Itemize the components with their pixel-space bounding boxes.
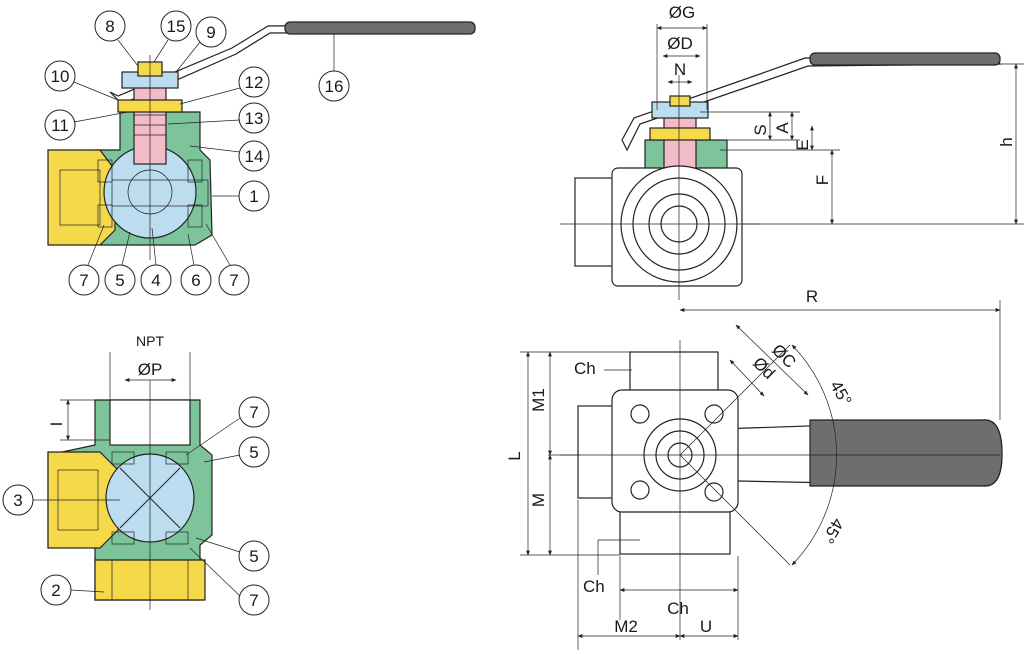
callout-4: 4 xyxy=(151,271,160,290)
dim-Ch-bottom: Ch xyxy=(667,599,689,618)
dim-NPT: NPT xyxy=(136,333,164,349)
top-view: R ØC Ød Ch L M1 M 45° 45° Ch Ch M2 U xyxy=(505,287,1003,650)
callout-7-right: 7 xyxy=(229,271,238,290)
callout-b-7-bottom: 7 xyxy=(249,591,258,610)
side-view: ØG ØD N S A E F h xyxy=(560,3,1024,300)
section-view-bottom: NPT ØP I 7 5 3 5 2 7 xyxy=(2,333,270,616)
dim-M: M xyxy=(529,493,548,507)
callout-b-7-top: 7 xyxy=(249,403,258,422)
callout-16: 16 xyxy=(325,77,344,96)
callout-b-5-bottom: 5 xyxy=(249,547,258,566)
dim-N: N xyxy=(674,60,686,79)
dim-I: I xyxy=(47,422,66,427)
dim-Ch-mid: Ch xyxy=(583,577,605,596)
dim-G: ØG xyxy=(669,3,695,22)
handle-grip xyxy=(284,21,476,35)
callout-15: 15 xyxy=(167,17,186,36)
dim-h: h xyxy=(997,137,1016,146)
callout-1: 1 xyxy=(249,187,258,206)
callout-12: 12 xyxy=(245,73,264,92)
dim-M2: M2 xyxy=(614,617,638,636)
callout-8: 8 xyxy=(105,17,114,36)
dim-angle-1: 45° xyxy=(826,377,855,409)
callout-10: 10 xyxy=(51,67,70,86)
callout-9: 9 xyxy=(206,23,215,42)
dim-A: A xyxy=(773,122,792,134)
callout-6: 6 xyxy=(191,271,200,290)
seat-left-top xyxy=(97,159,113,183)
section-view-three-way: 8 15 9 16 10 12 11 13 14 1 7 5 4 xyxy=(44,10,476,296)
callout-13: 13 xyxy=(245,109,264,128)
callout-5: 5 xyxy=(115,271,124,290)
dim-R: R xyxy=(806,287,818,306)
dim-M1: M1 xyxy=(529,388,548,412)
seat-left-bottom xyxy=(97,204,113,228)
seat-right-top xyxy=(187,159,203,183)
dim-S: S xyxy=(751,124,770,135)
callout-b-5-top: 5 xyxy=(249,443,258,462)
dim-Ch-top: Ch xyxy=(574,359,596,378)
dim-E: E xyxy=(793,139,812,150)
dim-F: F xyxy=(813,175,832,185)
dim-L: L xyxy=(505,451,524,460)
callout-11: 11 xyxy=(51,116,69,135)
side-handle-grip xyxy=(809,52,1001,66)
dim-P: ØP xyxy=(138,360,163,379)
dim-D: ØD xyxy=(667,34,693,53)
callout-7-left: 7 xyxy=(79,271,88,290)
seat-right-bottom xyxy=(187,204,203,228)
callout-b-3: 3 xyxy=(13,491,22,510)
dim-U: U xyxy=(700,617,712,636)
callout-b-2: 2 xyxy=(51,581,60,600)
callout-14: 14 xyxy=(245,147,264,166)
